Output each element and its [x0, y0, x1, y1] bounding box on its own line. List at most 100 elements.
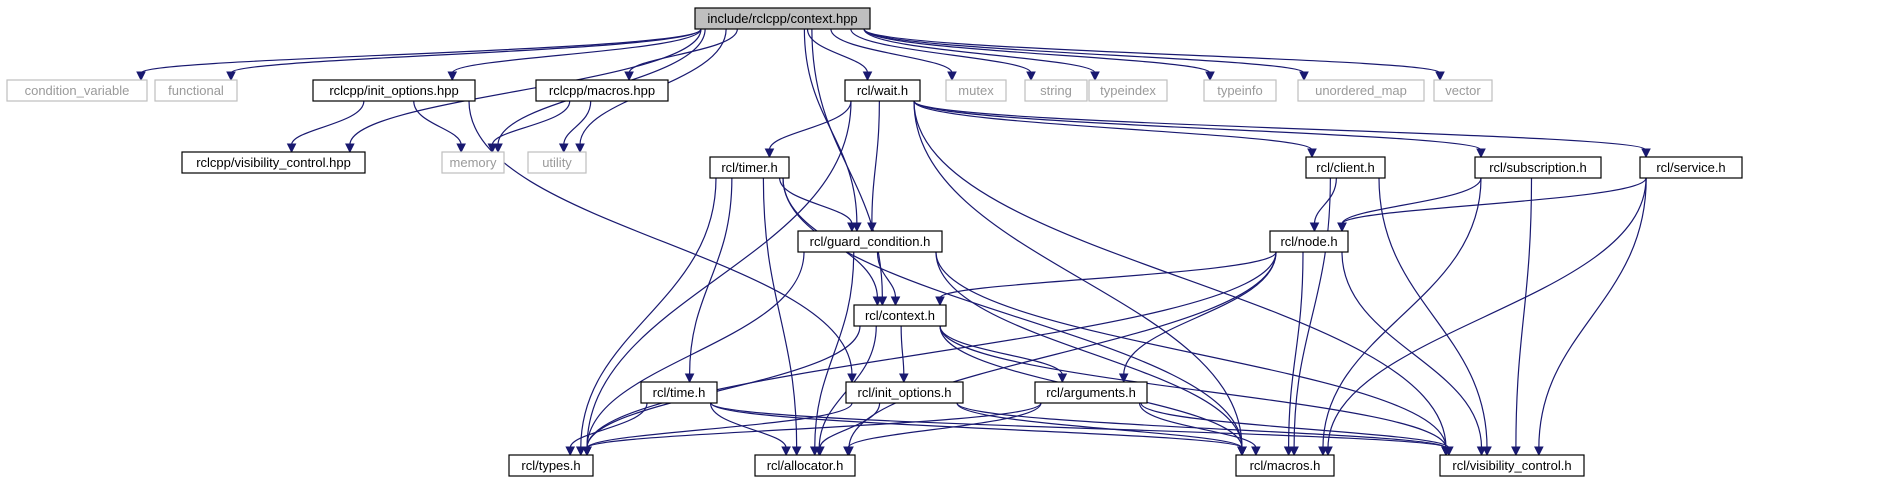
edge-time-to-macros_h — [710, 402, 1243, 449]
node-box — [694, 7, 871, 30]
node-vis-hpp[interactable]: rclcpp/visibility_control.hpp — [181, 151, 366, 174]
arrowhead-timer-to-allocator — [791, 446, 802, 457]
edge-service-to-node — [1341, 177, 1647, 225]
node-box — [441, 151, 505, 174]
arrowhead-root-to-macros_hpp — [624, 71, 634, 82]
arrowhead-init_options_h-to-macros_h — [1237, 446, 1247, 457]
node-init-options-hpp[interactable]: rclcpp/init_options.hpp — [312, 79, 476, 102]
node-label: include/rclcpp/context.hpp — [707, 11, 857, 26]
edge-timer-to-guard — [779, 177, 853, 225]
edge-client-to-macros_h — [1293, 177, 1331, 449]
node-vector: vector — [1433, 79, 1493, 102]
node-root[interactable]: include/rclcpp/context.hpp — [694, 7, 871, 30]
arrowhead-context-to-arguments — [1057, 373, 1068, 384]
node-label: vector — [1445, 83, 1481, 98]
node-typeindex: typeindex — [1088, 79, 1168, 102]
edge-node-to-types — [586, 251, 1277, 449]
edge-time-to-types — [569, 402, 648, 449]
node-unordered-map: unordered_map — [1297, 79, 1425, 102]
arrowhead-wait-to-service — [1641, 148, 1651, 159]
node-box — [709, 156, 790, 179]
node-arguments[interactable]: rcl/arguments.h — [1034, 381, 1148, 404]
edge-context-to-types — [586, 325, 861, 449]
node-box — [844, 79, 921, 102]
edge-context-to-init_options_h — [900, 325, 905, 376]
node-label: unordered_map — [1315, 83, 1407, 98]
edge-init_options_hpp-to-vis_hpp — [290, 100, 365, 146]
node-box — [1269, 230, 1349, 253]
arrowhead-arguments-to-vis_h — [1444, 446, 1454, 457]
node-time[interactable]: rcl/time.h — [640, 381, 718, 404]
node-label: rcl/timer.h — [721, 160, 777, 175]
node-context[interactable]: rcl/context.h — [853, 304, 947, 327]
node-box — [181, 151, 366, 174]
arrowhead-root-to-cv — [136, 71, 146, 82]
edge-root-to-context — [811, 28, 883, 299]
node-guard[interactable]: rcl/guard_condition.h — [797, 230, 943, 253]
edge-wait-to-subscription — [913, 100, 1482, 151]
node-mutex: mutex — [945, 79, 1007, 102]
arrowhead-timer-to-types — [575, 446, 586, 457]
edge-client-to-vis_h — [1378, 177, 1488, 449]
edge-guard-to-vis_h — [935, 251, 1447, 449]
arrowhead-subscription-to-vis_h — [1511, 446, 1521, 457]
node-box — [508, 454, 594, 477]
arrowhead-root-to-functional — [226, 71, 236, 82]
node-init-options-h[interactable]: rcl/init_options.h — [845, 381, 964, 404]
node-box — [754, 454, 856, 477]
edge-node-to-context — [939, 251, 1277, 299]
node-box — [1639, 156, 1743, 179]
edge-timer-to-allocator — [762, 177, 798, 449]
arrowhead-timer-to-guard — [847, 222, 857, 233]
node-functional: functional — [154, 79, 238, 102]
edge-arguments-to-allocator — [847, 402, 1042, 449]
arrowhead-timer-to-context — [872, 296, 883, 307]
node-box — [640, 381, 718, 404]
edge-root-to-cv — [140, 28, 702, 74]
node-types[interactable]: rcl/types.h — [508, 454, 594, 477]
edge-service-to-macros_h — [1327, 177, 1647, 449]
node-macros-h[interactable]: rcl/macros.h — [1235, 454, 1335, 477]
arrowhead-macros_hpp-to-utility — [558, 143, 569, 154]
node-label: functional — [168, 83, 224, 98]
edge-root-to-wait — [806, 28, 869, 74]
node-label: typeindex — [1100, 83, 1156, 98]
node-box — [6, 79, 148, 102]
node-string: string — [1024, 79, 1088, 102]
node-box — [945, 79, 1007, 102]
node-label: rcl/context.h — [865, 308, 935, 323]
edge-wait-to-service — [913, 100, 1647, 151]
node-macros-hpp[interactable]: rclcpp/macros.hpp — [535, 79, 669, 102]
arrowhead-time-to-allocator — [781, 446, 791, 457]
node-client[interactable]: rcl/client.h — [1305, 156, 1386, 179]
edge-wait-to-macros_h — [913, 100, 1243, 449]
node-box — [1088, 79, 1168, 102]
edge-client-to-node — [1313, 177, 1337, 225]
arrowhead-context-to-init_options_h — [899, 373, 909, 384]
node-label: string — [1040, 83, 1072, 98]
edge-node-to-vis_h — [1341, 251, 1483, 449]
node-label: memory — [450, 155, 497, 170]
node-vis-h[interactable]: rcl/visibility_control.h — [1439, 454, 1585, 477]
node-box — [312, 79, 476, 102]
node-box — [845, 381, 964, 404]
node-subscription[interactable]: rcl/subscription.h — [1474, 156, 1602, 179]
node-label: rcl/time.h — [653, 385, 706, 400]
edge-wait-to-timer — [768, 100, 852, 151]
edge-root-to-unordered_map — [863, 28, 1305, 74]
edge-subscription-to-macros_h — [1322, 177, 1482, 449]
arrowhead-root-to-init_options_hpp — [447, 71, 458, 82]
node-label: rcl/init_options.h — [858, 385, 952, 400]
edge-macros_hpp-to-utility — [563, 100, 592, 146]
node-service[interactable]: rcl/service.h — [1639, 156, 1743, 179]
arrowhead-root-to-string — [1026, 71, 1036, 82]
node-node[interactable]: rcl/node.h — [1269, 230, 1349, 253]
node-allocator[interactable]: rcl/allocator.h — [754, 454, 856, 477]
node-box — [1024, 79, 1088, 102]
node-label: rcl/arguments.h — [1046, 385, 1136, 400]
node-wait[interactable]: rcl/wait.h — [844, 79, 921, 102]
node-timer[interactable]: rcl/timer.h — [709, 156, 790, 179]
edge-arguments-to-vis_h — [1140, 402, 1450, 449]
arrowhead-node-to-vis_h — [1476, 446, 1487, 457]
edge-root-to-typeindex — [863, 28, 1096, 74]
